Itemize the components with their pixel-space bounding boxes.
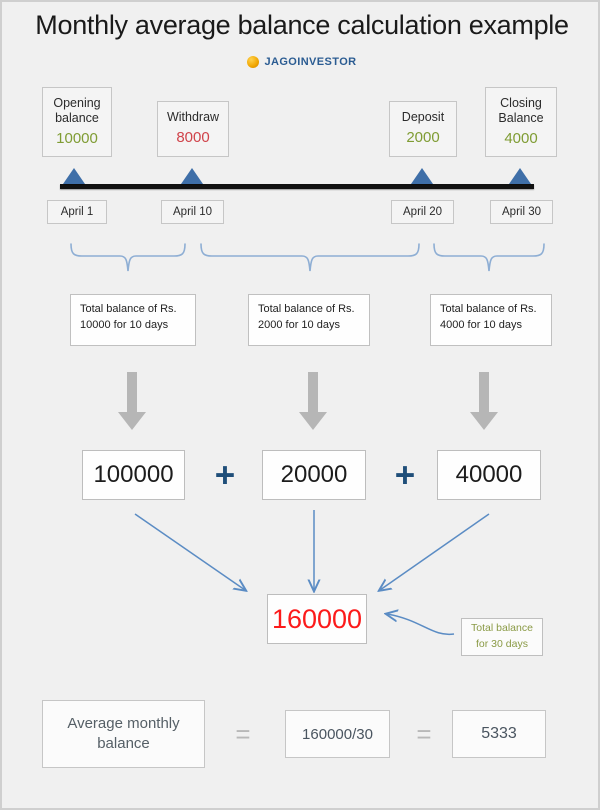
jagoinvestor-logo-icon — [247, 56, 260, 68]
timeline-axis — [60, 184, 534, 189]
event-label: Opening balance — [53, 95, 101, 126]
event-box-withdraw: Withdraw 8000 — [157, 101, 229, 157]
event-label: Closing Balance — [498, 95, 544, 126]
down-arrow-icon — [114, 372, 150, 432]
down-arrow-icon — [466, 372, 502, 432]
product-value-2: 20000 — [262, 450, 366, 500]
division-expression-box: 160000/30 — [285, 710, 390, 758]
date-label-april-20: April 20 — [391, 200, 454, 224]
event-label: Deposit — [401, 110, 445, 125]
brace-period-3 — [431, 242, 547, 274]
triangle-marker-icon — [181, 168, 203, 184]
period-description-3: Total balance of Rs. 4000 for 10 days — [430, 294, 552, 346]
date-label-april-1: April 1 — [47, 200, 107, 224]
callout-line-2: for 30 days — [476, 638, 528, 650]
event-label: Withdraw — [166, 110, 220, 125]
average-label-line-2: balance — [97, 735, 150, 752]
event-box-deposit: Deposit 2000 — [389, 101, 457, 157]
event-value: 8000 — [176, 128, 210, 146]
callout-line-1: Total balance — [471, 622, 533, 635]
event-box-opening-balance: Opening balance 10000 — [42, 87, 112, 157]
brace-period-2 — [198, 242, 422, 274]
product-value-1: 100000 — [82, 450, 185, 500]
period-description-2: Total balance of Rs. 2000 for 10 days — [248, 294, 370, 346]
page-title: Monthly average balance calculation exam… — [35, 10, 569, 40]
date-label-april-10: April 10 — [161, 200, 224, 224]
event-box-closing-balance: Closing Balance 4000 — [485, 87, 557, 157]
brace-period-1 — [68, 242, 188, 274]
triangle-marker-icon — [509, 168, 531, 184]
triangle-marker-icon — [63, 168, 85, 184]
equals-sign-1: = — [235, 718, 251, 749]
event-value: 4000 — [504, 129, 538, 147]
equals-sign-2: = — [416, 718, 432, 749]
plus-operator-2: + — [394, 455, 416, 495]
period-description-1: Total balance of Rs. 10000 for 10 days — [70, 294, 196, 346]
average-label-line-1: Average monthly — [67, 714, 180, 732]
total-callout-box: Total balance for 30 days — [461, 618, 543, 656]
event-value: 2000 — [406, 128, 440, 146]
brand-name: JAGOINVESTOR — [264, 56, 357, 68]
triangle-marker-icon — [411, 168, 433, 184]
total-value-box: 160000 — [267, 594, 367, 644]
brand-logo: JAGOINVESTOR — [2, 56, 598, 68]
date-label-april-30: April 30 — [490, 200, 553, 224]
average-balance-label-box: Average monthly balance — [42, 700, 205, 768]
plus-operator-1: + — [214, 455, 236, 495]
product-value-3: 40000 — [437, 450, 541, 500]
event-value: 10000 — [56, 129, 98, 147]
result-value-box: 5333 — [452, 710, 546, 758]
down-arrow-icon — [295, 372, 331, 432]
